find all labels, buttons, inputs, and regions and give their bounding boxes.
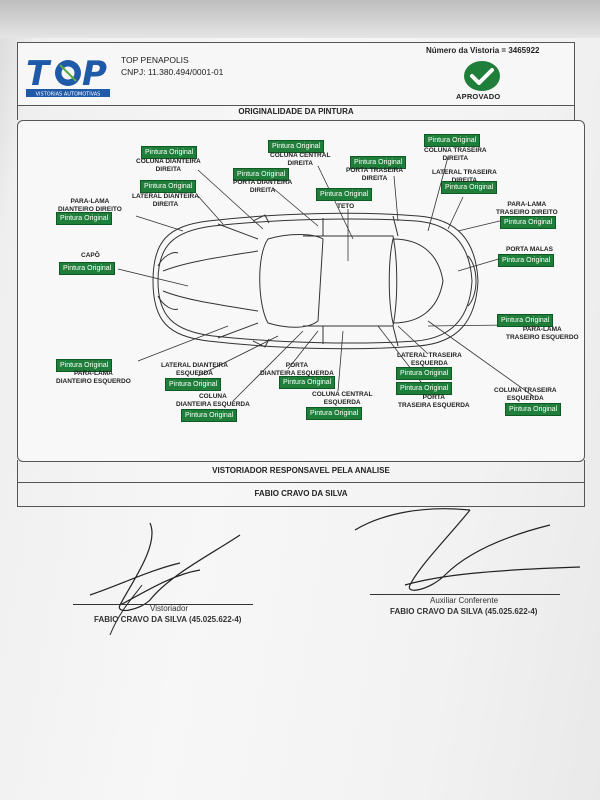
label-porta-dianteira-direita: PORTA DIANTEIRA DIREITA — [233, 179, 293, 194]
badge-coluna-traseira-esquerda: Pintura Original — [505, 403, 562, 416]
label-coluna-central-direita: COLUNA CENTRAL DIREITA — [270, 152, 331, 167]
status-badge: APROVADO — [456, 92, 501, 101]
label-porta-traseira-direita: PORTA TRASEIRA DIREITA — [346, 167, 404, 182]
report-header: T P VISTORIAS AUTOMOTIVAS TOP PENAPOLIS … — [17, 42, 575, 106]
label-capo: CAPÔ — [81, 252, 100, 259]
car-outline — [117, 156, 534, 402]
company-name: TOP PENAPOLIS — [121, 55, 189, 65]
label-lateral-dianteira-direita: LATERAL DIANTEIRA DIREITA — [132, 193, 199, 208]
svg-text:P: P — [82, 54, 107, 94]
label-coluna-dianteira-direita: COLUNA DIANTEIRA DIREITA — [136, 158, 201, 173]
responsible-title: VISTORIADOR RESPONSAVEL PELA ANALISE — [18, 460, 584, 483]
badge-coluna-central-esquerda: Pintura Original — [306, 407, 363, 420]
label-coluna-traseira-esquerda: COLUNA TRASEIRA ESQUERDA — [494, 387, 557, 402]
company-cnpj: CNPJ: 11.380.494/0001-01 — [121, 67, 224, 77]
badge-para-lama-traseiro-direito: Pintura Original — [500, 216, 557, 229]
badge-lateral-traseira-esquerda: Pintura Original — [396, 367, 453, 380]
label-teto: TETO — [337, 203, 355, 210]
badge-teto: Pintura Original — [316, 188, 373, 201]
signature-name-auxiliar: FABIO CRAVO DA SILVA (45.025.622-4) — [390, 607, 538, 616]
section-title: ORIGINALIDADE DA PINTURA — [17, 104, 575, 120]
badge-para-lama-dianteiro-esquerdo: Pintura Original — [56, 359, 113, 372]
badge-coluna-central-direita: Pintura Original — [268, 140, 325, 153]
signature-role-auxiliar: Auxiliar Conferente — [430, 596, 499, 605]
label-porta-traseira-esquerda: PORTA TRASEIRA ESQUERDA — [398, 394, 470, 409]
label-lateral-dianteira-esquerda: LATERAL DIANTEIRA ESQUERDA — [161, 362, 228, 377]
label-para-lama-traseiro-esquerdo: PARA-LAMA TRASEIRO ESQUERDO — [506, 326, 579, 341]
label-coluna-dianteira-esquerda: COLUNA DIANTEIRA ESQUERDA — [176, 393, 250, 408]
signature-auxiliar — [354, 508, 581, 591]
badge-lateral-dianteira-direita: Pintura Original — [140, 180, 197, 193]
label-coluna-traseira-direita: COLUNA TRASEIRA DIREITA — [424, 147, 487, 162]
signature-line-auxiliar — [370, 594, 560, 595]
signature-line-vistoriador — [73, 604, 253, 605]
badge-coluna-dianteira-direita: Pintura Original — [141, 146, 198, 159]
badge-porta-malas: Pintura Original — [498, 254, 555, 267]
check-icon — [464, 61, 500, 91]
label-porta-malas: PORTA MALAS — [506, 246, 553, 253]
svg-text:T: T — [26, 54, 52, 94]
vistoria-number: Número da Vistoria = 3465922 — [426, 46, 540, 55]
badge-porta-dianteira-direita: Pintura Original — [233, 168, 290, 181]
responsible-section: VISTORIADOR RESPONSAVEL PELA ANALISE FAB… — [17, 460, 585, 507]
badge-lateral-traseira-direita: Pintura Original — [441, 181, 498, 194]
badge-porta-traseira-direita: Pintura Original — [350, 156, 407, 169]
label-para-lama-dianteiro-direito: PARA-LAMA DIANTEIRO DIREITO — [58, 198, 122, 213]
badge-coluna-dianteira-esquerda: Pintura Original — [181, 409, 238, 422]
signature-vistoriador — [89, 522, 241, 636]
label-para-lama-dianteiro-esquerdo: PARA-LAMA DIANTEIRO ESQUERDO — [56, 370, 131, 385]
signature-name-vistoriador: FABIO CRAVO DA SILVA (45.025.622-4) — [94, 615, 242, 624]
label-para-lama-traseiro-direito: PARA-LAMA TRASEIRO DIREITO — [496, 201, 558, 216]
logo-subtitle: VISTORIAS AUTOMOTIVAS — [36, 92, 101, 98]
paint-diagram: Pintura Original COLUNA DIANTEIRA DIREIT… — [17, 120, 585, 462]
badge-porta-traseira-esquerda: Pintura Original — [396, 382, 453, 395]
badge-porta-dianteira-esquerda: Pintura Original — [279, 376, 336, 389]
label-coluna-central-esquerda: COLUNA CENTRAL ESQUERDA — [312, 391, 373, 406]
badge-para-lama-traseiro-esquerdo: Pintura Original — [497, 314, 554, 327]
badge-coluna-traseira-direita: Pintura Original — [424, 134, 481, 147]
badge-capo: Pintura Original — [59, 262, 116, 275]
badge-lateral-dianteira-esquerda: Pintura Original — [165, 378, 222, 391]
label-lateral-traseira-direita: LATERAL TRASEIRA DIREITA — [432, 169, 497, 184]
label-porta-dianteira-esquerda: PORTA DIANTEIRA ESQUERDA — [260, 362, 334, 377]
company-logo: T P VISTORIAS AUTOMOTIVAS — [26, 54, 110, 98]
responsible-name: FABIO CRAVO DA SILVA — [254, 489, 348, 498]
signature-role-vistoriador: Vistoriador — [150, 604, 189, 613]
badge-para-lama-dianteiro-direito: Pintura Original — [56, 212, 113, 225]
label-lateral-traseira-esquerda: LATERAL TRASEIRA ESQUERDA — [397, 352, 462, 367]
page-shadow — [0, 0, 600, 38]
